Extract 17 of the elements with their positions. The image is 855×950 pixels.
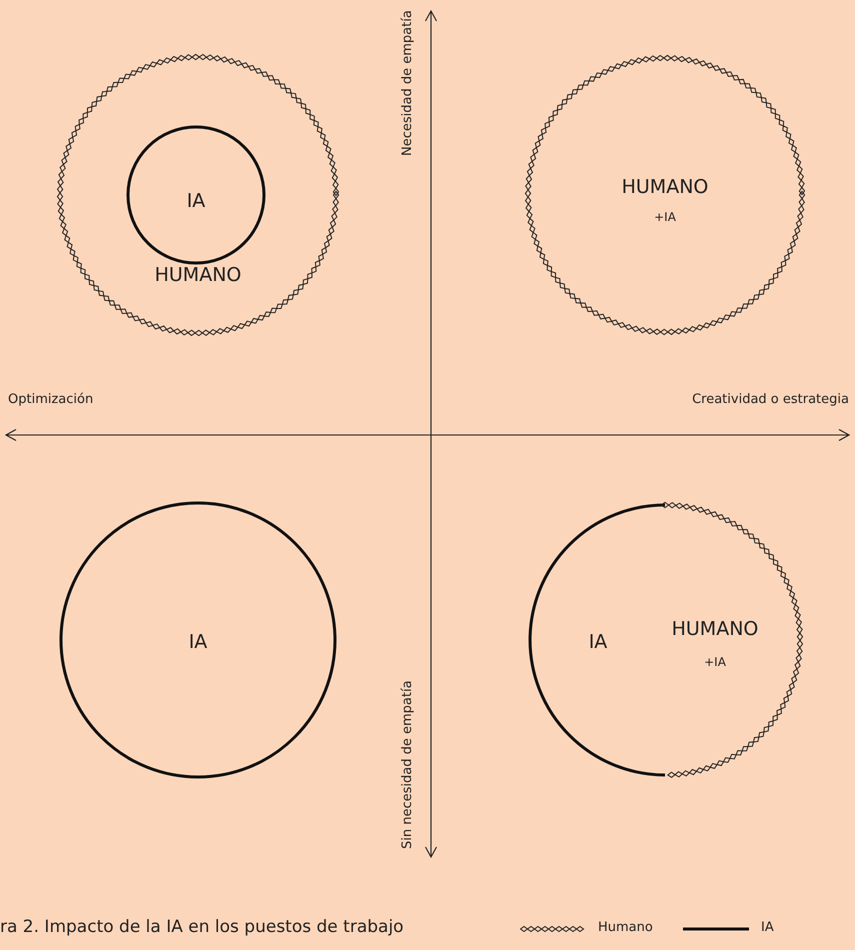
circle-label: HUMANO	[672, 618, 758, 640]
circle-sublabel: +IA	[654, 210, 676, 224]
axis-label: Sin necesidad de empatía	[400, 680, 415, 851]
legend-label: Humano	[598, 920, 653, 935]
axis-label: Optimización	[8, 392, 94, 407]
circle-sublabel: +IA	[704, 655, 726, 669]
circle-label: HUMANO	[154, 264, 242, 286]
figure-caption: ra 2. Impacto de la IA en los puestos de trabajo	[0, 917, 404, 937]
circle-label: IA	[186, 190, 206, 212]
axis-label: Necesidad de empatía	[400, 10, 415, 158]
legend-label: IA	[761, 920, 774, 935]
human-circle	[54, 51, 342, 339]
axis-label: Creatividad o estrategia	[692, 392, 849, 407]
human-circle	[522, 52, 808, 338]
circle-label: IA	[588, 631, 608, 653]
circle-label: HUMANO	[622, 176, 708, 198]
circle-label: IA	[188, 631, 208, 653]
